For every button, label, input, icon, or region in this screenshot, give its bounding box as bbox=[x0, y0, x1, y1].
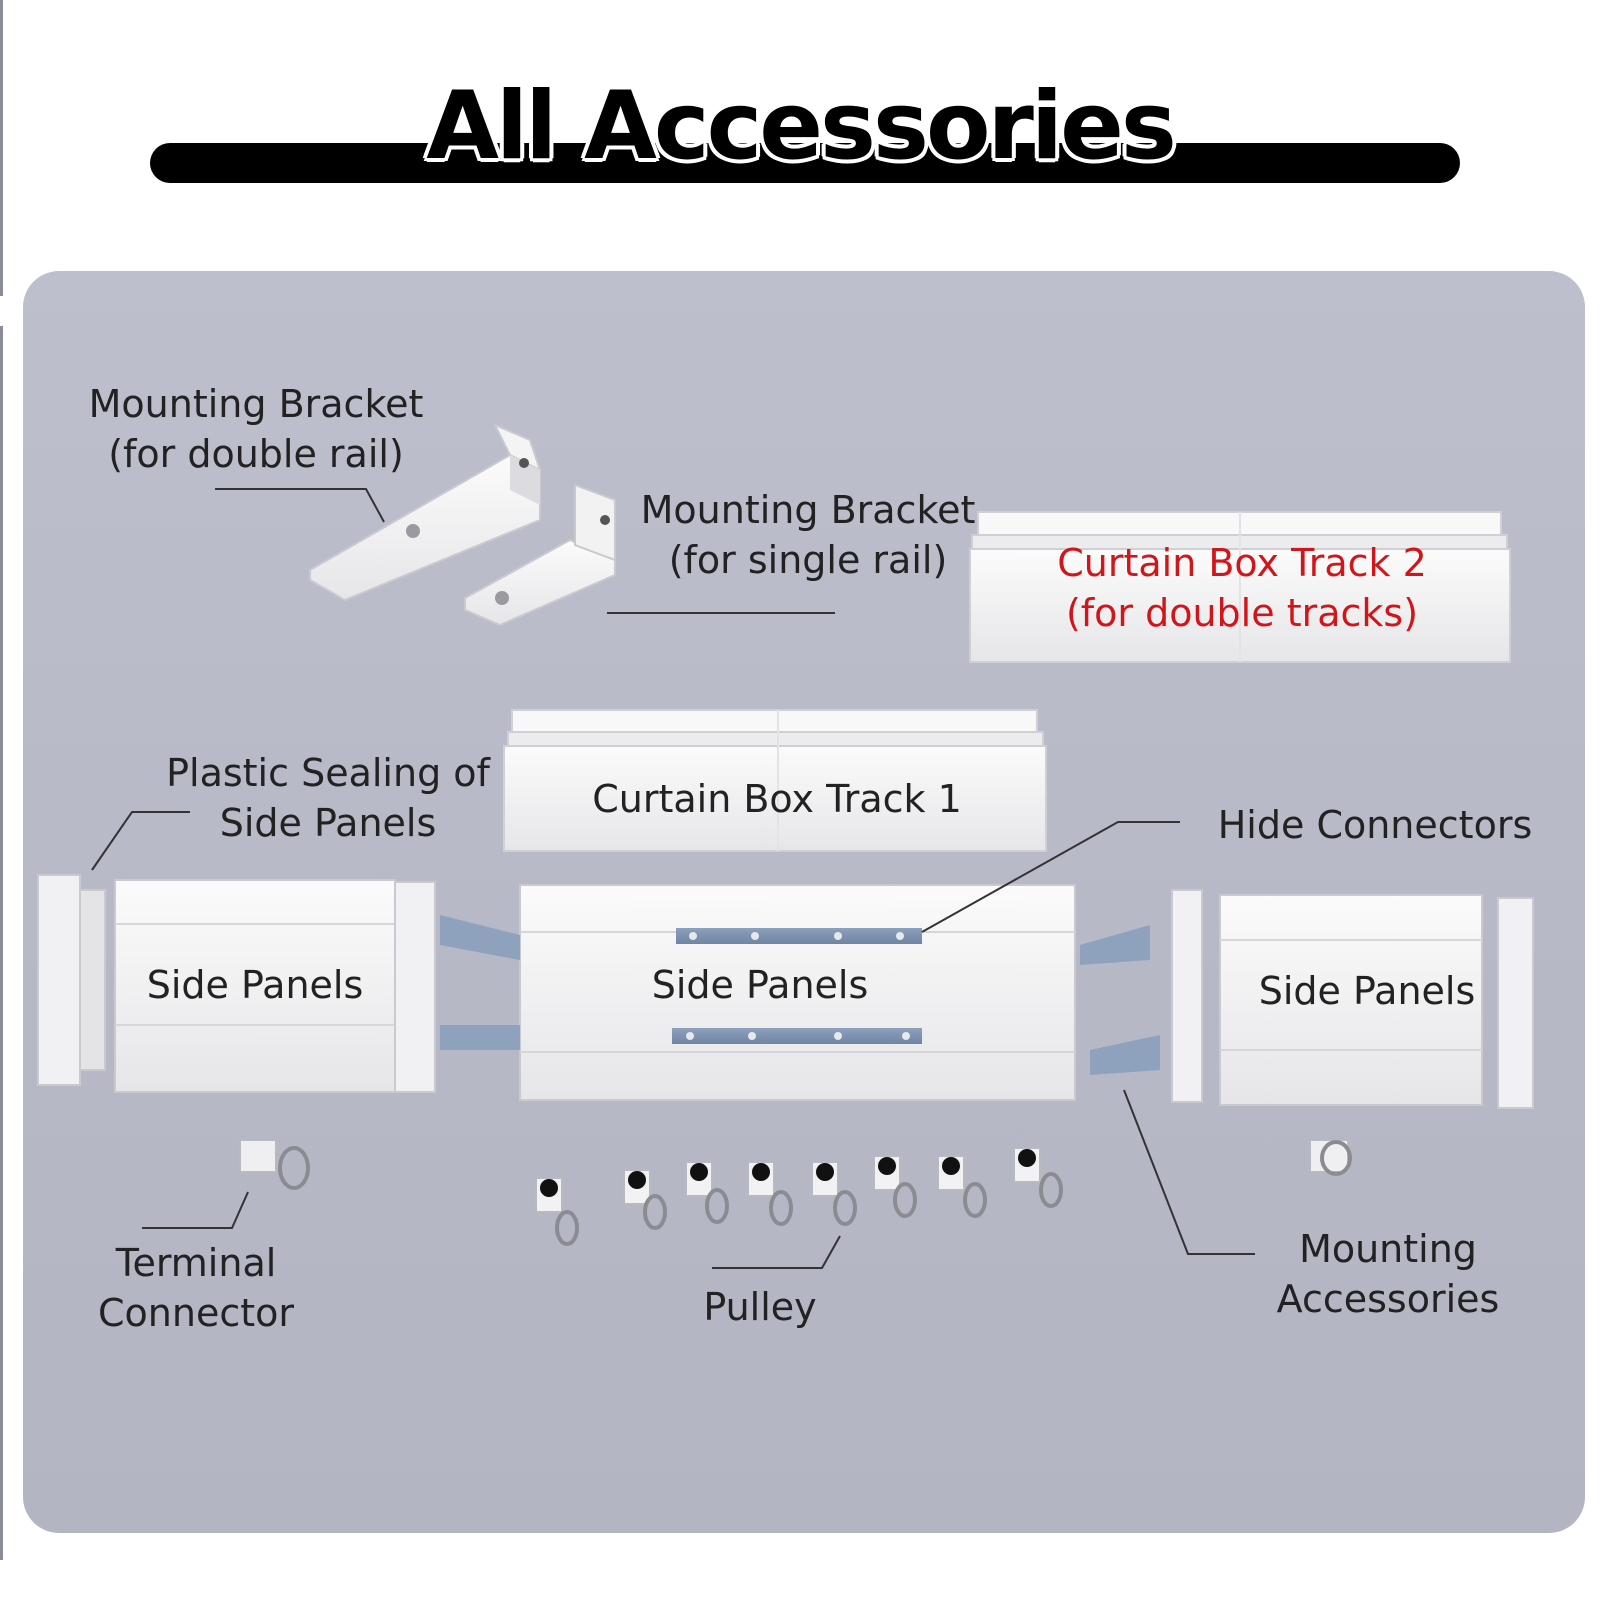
label-terminal-connector: Terminal Connector bbox=[76, 1238, 316, 1338]
label-curtain-box-track-2-line2: (for double tracks) bbox=[1065, 591, 1419, 635]
left-edge-line bbox=[0, 0, 3, 1560]
label-plastic-sealing-line1: Plastic Sealing of bbox=[166, 751, 490, 795]
curtain-box-track-2 bbox=[969, 511, 1511, 663]
side-panel-right bbox=[1171, 889, 1534, 1109]
label-hide-connectors: Hide Connectors bbox=[1217, 803, 1533, 847]
side-panel-center bbox=[440, 884, 1160, 1101]
leader-lines bbox=[91, 488, 1255, 1269]
left-edge-gap bbox=[0, 296, 3, 326]
label-terminal-connector-line1: Terminal bbox=[115, 1241, 277, 1285]
label-mounting-bracket-double: Mounting Bracket (for double rail) bbox=[78, 379, 434, 479]
label-mounting-bracket-double-line1: Mounting Bracket bbox=[88, 382, 424, 426]
side-panel-left bbox=[37, 874, 436, 1093]
mounting-bracket-single bbox=[464, 483, 616, 627]
page-title: All Accessories bbox=[426, 72, 1177, 181]
pulley-set bbox=[535, 1147, 1063, 1246]
mounting-accessory-part bbox=[1309, 1139, 1352, 1176]
label-side-panels-center: Side Panels bbox=[651, 963, 869, 1007]
label-curtain-box-track-1: Curtain Box Track 1 bbox=[592, 777, 962, 821]
title-underline-bar bbox=[150, 143, 1460, 183]
label-mounting-bracket-double-line2: (for double rail) bbox=[108, 432, 404, 476]
label-side-panels-right: Side Panels bbox=[1258, 969, 1476, 1013]
label-plastic-sealing-line2: Side Panels bbox=[219, 801, 437, 845]
label-curtain-box-track-2-line1: Curtain Box Track 2 bbox=[1057, 541, 1427, 585]
label-curtain-box-track-2: Curtain Box Track 2 (for double tracks) bbox=[1036, 538, 1448, 638]
label-pulley: Pulley bbox=[703, 1285, 817, 1329]
terminal-connector-part bbox=[239, 1139, 310, 1190]
label-terminal-connector-line2: Connector bbox=[98, 1291, 294, 1335]
mounting-bracket-double bbox=[309, 423, 542, 602]
label-mounting-bracket-single-line2: (for single rail) bbox=[668, 538, 948, 582]
label-plastic-sealing: Plastic Sealing of Side Panels bbox=[158, 748, 498, 848]
label-side-panels-left: Side Panels bbox=[146, 963, 364, 1007]
label-mounting-accessories: Mounting Accessories bbox=[1248, 1224, 1528, 1324]
curtain-box-track-1 bbox=[503, 709, 1047, 852]
label-mounting-bracket-single: Mounting Bracket (for single rail) bbox=[628, 485, 988, 585]
label-mounting-accessories-line2: Accessories bbox=[1276, 1277, 1500, 1321]
label-mounting-bracket-single-line1: Mounting Bracket bbox=[640, 488, 976, 532]
label-mounting-accessories-line1: Mounting bbox=[1299, 1227, 1477, 1271]
